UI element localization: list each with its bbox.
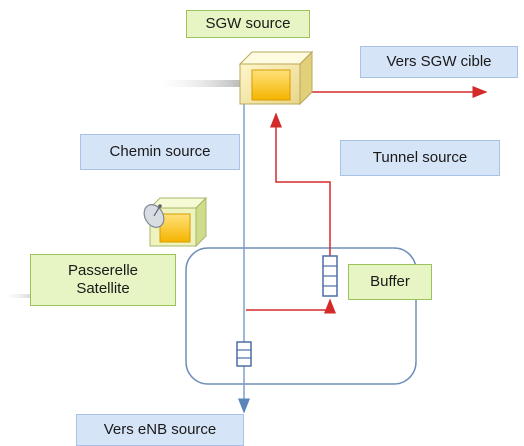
vers-enb-source-label: Vers eNB source xyxy=(76,414,244,446)
buffer-label: Buffer xyxy=(348,264,432,300)
satellite-dish-icon xyxy=(143,204,165,228)
buffer-text: Buffer xyxy=(370,273,410,290)
chemin-source-label: Chemin source xyxy=(80,134,240,170)
vers-enb-source-text: Vers eNB source xyxy=(103,421,217,438)
vers-sgw-cible-text: Vers SGW cible xyxy=(386,53,492,70)
passerelle-line1: Passerelle xyxy=(67,262,139,279)
buffer-queue-icon xyxy=(322,255,338,297)
sgw-source-text: SGW source xyxy=(205,15,291,32)
enb-queue-icon xyxy=(236,341,252,367)
tunnel-source-text: Tunnel source xyxy=(372,149,468,166)
satellite-gateway-icon xyxy=(143,196,208,248)
chemin-source-text: Chemin source xyxy=(109,143,211,160)
tunnel-to-buffer-arrow xyxy=(246,298,336,314)
server-box-icon xyxy=(238,50,314,106)
tunnel-up-arrow xyxy=(270,112,331,256)
sgw-source-label: SGW source xyxy=(186,10,310,38)
vers-sgw-cible-label: Vers SGW cible xyxy=(360,46,518,78)
passerelle-satellite-label: Passerelle Satellite xyxy=(30,254,176,306)
tunnel-source-label: Tunnel source xyxy=(340,140,500,176)
sgw-shadow xyxy=(150,80,242,87)
passerelle-shadow xyxy=(0,294,42,298)
passerelle-line2: Satellite xyxy=(76,280,130,297)
